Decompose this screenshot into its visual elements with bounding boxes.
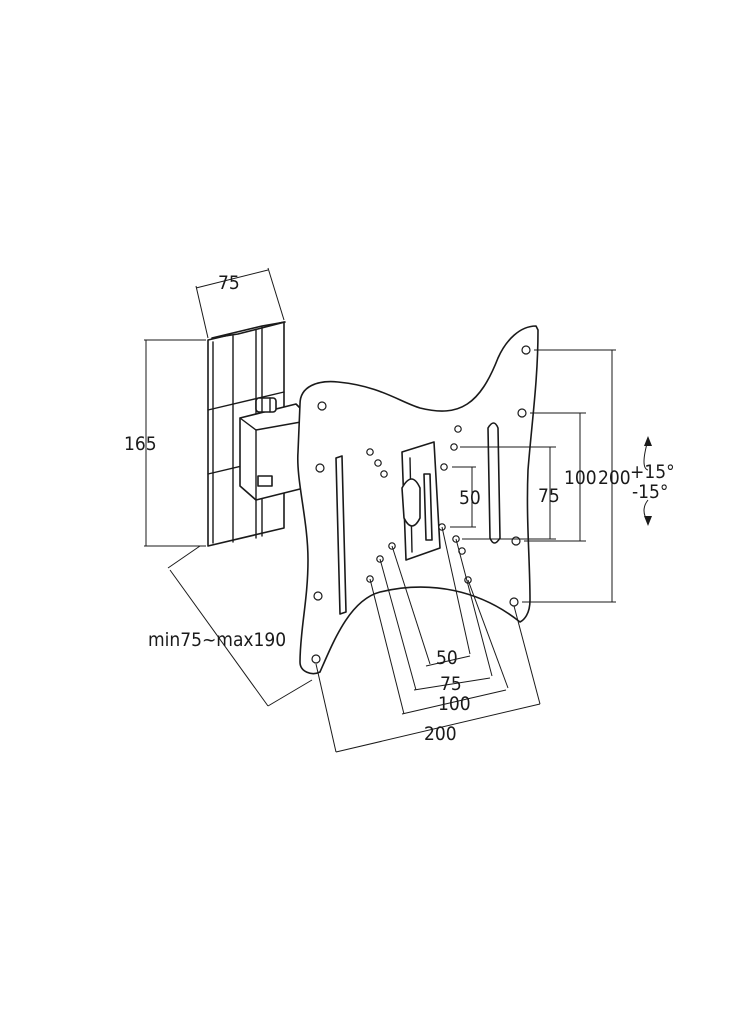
right-slot [487,422,501,544]
hole-top-right [521,345,531,355]
label-hole-v-200: 200 [598,467,631,489]
hole-bottom-left [311,654,321,664]
label-tilt-up: +15° [630,461,675,483]
left-slot-upper [335,455,347,615]
vesa-plate [296,325,539,675]
hole-top-left [317,401,327,411]
label-arm-width: 75 [218,272,240,294]
label-hole-h-75: 75 [440,673,462,695]
pivot-bolt [255,397,277,413]
dimension-labels: 75 165 min75~max190 50 75 100 200 +15° -… [124,272,675,745]
label-hole-v-50: 50 [459,487,481,509]
wall-bracket [207,321,313,547]
hole-bottom-right [509,597,519,607]
label-hole-h-50: 50 [436,647,458,669]
label-hole-h-200: 200 [424,723,457,745]
label-hole-h-100: 100 [438,693,471,715]
label-hole-v-100: 100 [564,467,597,489]
lower-bolt [257,475,273,487]
dimension-lines [144,267,652,753]
label-arm-height: 165 [124,433,157,455]
label-wall-distance: min75~max190 [148,629,286,651]
label-tilt-down: -15° [632,481,668,503]
label-hole-v-75: 75 [538,485,560,507]
